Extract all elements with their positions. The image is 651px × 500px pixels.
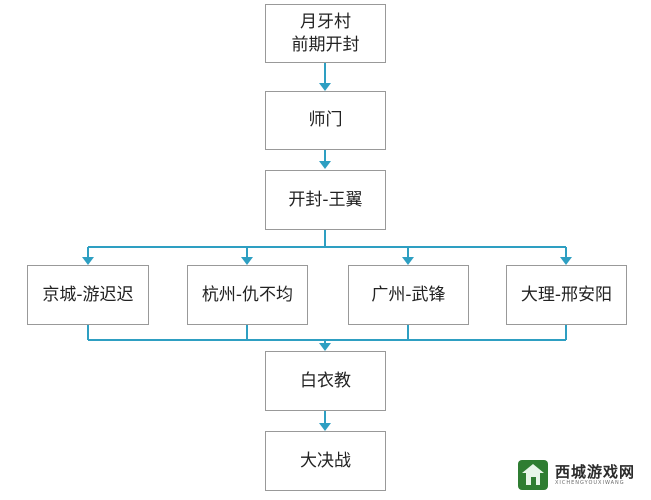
node-dajuezhan: 大决战 [265, 431, 386, 491]
node-yueya-line2: 前期开封 [291, 34, 360, 55]
node-shimen-label: 师门 [308, 110, 343, 131]
watermark-title: 西城游戏网 [555, 462, 636, 481]
node-baiyi: 白衣教 [265, 351, 386, 411]
node-kaifeng: 开封-王翼 [265, 170, 386, 230]
node-dali-label: 大理-邢安阳 [520, 284, 613, 305]
node-dali: 大理-邢安阳 [506, 265, 627, 325]
node-guangzhou: 广州-武锋 [348, 265, 469, 325]
node-yueya-line1: 月牙村 [300, 11, 351, 32]
arrowhead-shimen [319, 83, 331, 91]
node-hangzhou: 杭州-仇不均 [187, 265, 308, 325]
node-shimen: 师门 [265, 91, 386, 150]
arrowhead-kaifeng [319, 161, 331, 169]
node-jingcheng-label: 京城-游迟迟 [42, 284, 134, 305]
arrowhead-dajuezhan [319, 423, 331, 431]
arrowhead-jingcheng [82, 257, 94, 265]
site-watermark: 西城游戏网 XICHENGYOUXIWANG [515, 452, 647, 498]
green-house-logo-icon [518, 460, 548, 490]
node-yueya-village: 月牙村 前期开封 [265, 4, 386, 63]
arrowhead-hangzhou [241, 257, 253, 265]
arrowhead-baiyi [319, 343, 331, 351]
node-kaifeng-label: 开封-王翼 [288, 189, 363, 210]
node-dajuezhan-label: 大决战 [300, 450, 351, 471]
node-hangzhou-label: 杭州-仇不均 [201, 284, 294, 305]
arrowhead-dali [560, 257, 572, 265]
node-jingcheng: 京城-游迟迟 [27, 265, 149, 325]
node-baiyi-label: 白衣教 [300, 370, 351, 391]
arrowhead-guangzhou [402, 257, 414, 265]
watermark-subtitle: XICHENGYOUXIWANG [555, 480, 625, 487]
node-guangzhou-label: 广州-武锋 [371, 284, 446, 305]
